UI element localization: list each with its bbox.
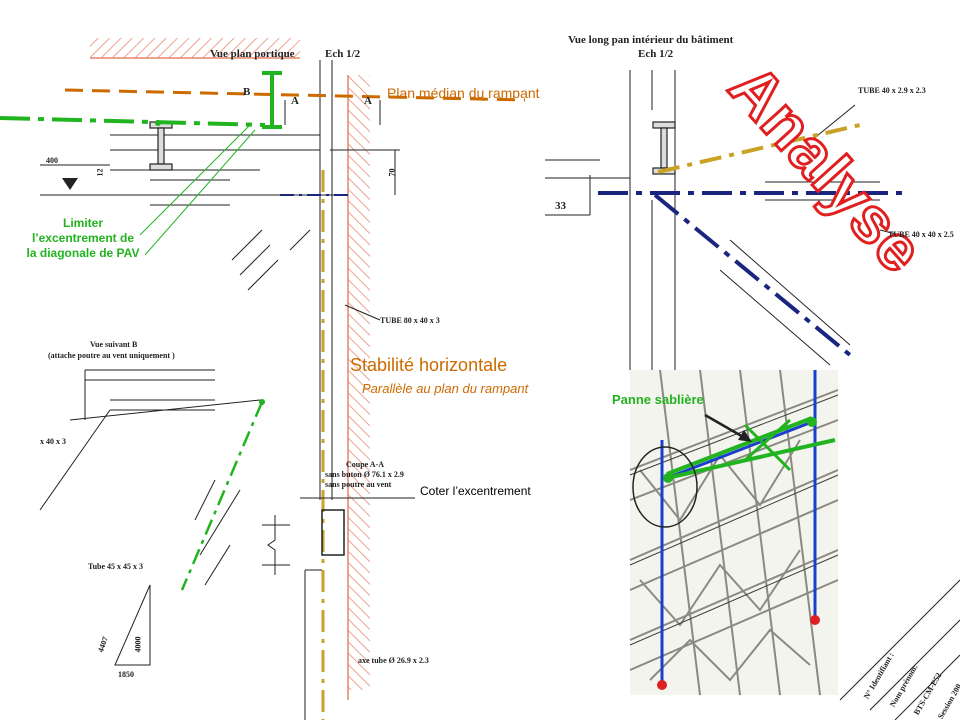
dim-4000: 4000	[133, 636, 143, 653]
limiter-annotation: Limiter l’excentrement de la diagonale d…	[18, 216, 148, 261]
limiter-leader-1	[139, 124, 251, 236]
green-node	[155, 120, 161, 126]
tube-top-right-label: TUBE 40 x 2.9 x 2.3	[858, 86, 926, 95]
vue-plan-label: Vue plan portique	[210, 48, 295, 60]
ech-right-label: Ech 1/2	[638, 48, 674, 60]
truss-render	[629, 369, 839, 696]
portique-linework	[40, 60, 400, 500]
coupe-aa-label: Coupe A-A	[346, 460, 385, 469]
top-hatch-wall	[90, 38, 300, 59]
attache-label: (attache poutre au vent uniquement )	[48, 351, 175, 360]
panne-sabliere-label: Panne sablière	[612, 392, 704, 407]
tube-45-label: Tube 45 x 45 x 3	[88, 562, 144, 571]
panne-arrow-line	[704, 413, 746, 440]
right-column	[545, 70, 901, 370]
vue-b-linework	[39, 369, 261, 666]
mark-a-right: A	[364, 95, 372, 107]
i-beam-section	[149, 121, 173, 171]
vue-long-pan-label: Vue long pan intérieur du bâtiment	[568, 34, 734, 46]
vue-suivant-b-label: Vue suivant B	[90, 340, 138, 349]
vertical-hatch-wall	[347, 75, 370, 700]
axe-tube-label: axe tube Ø 26.9 x 2.3	[358, 656, 429, 665]
title-block-lines	[839, 579, 960, 720]
tube-40-right-label: TUBE 40 x 40 x 2.5	[888, 230, 954, 239]
green-axis-line	[0, 116, 266, 127]
mark-b: B	[243, 86, 251, 98]
panne-arrow-head	[738, 430, 752, 442]
ech-left-label: Ech 1/2	[325, 48, 361, 60]
stability-subtitle: Parallèle au plan du rampant	[362, 381, 529, 396]
level-marker	[62, 178, 78, 190]
limiter-leader-2	[144, 129, 256, 256]
limiter-line-2: l’excentrement de	[31, 231, 135, 245]
plan-median-label: Plan médian du rampant	[387, 85, 540, 101]
buton-label: sans buton Ø 76.1 x 2.9	[325, 470, 404, 479]
limiter-line-1: Limiter	[62, 216, 103, 230]
coter-label: Coter l’excentrement	[420, 484, 531, 498]
i-beam-section-right	[652, 121, 676, 175]
tube-80-label: TUBE 80 x 40 x 3	[380, 316, 440, 325]
mark-a-left: A	[291, 95, 299, 107]
dim-1850: 1850	[118, 670, 134, 679]
plan-median-line	[64, 88, 526, 102]
dim-70: 70	[387, 168, 397, 177]
vue-b-diagonal	[180, 401, 264, 591]
dim-12: 12	[95, 168, 105, 177]
gold-rampant-line	[657, 123, 861, 174]
limiter-line-3: la diagonale de PAV	[26, 246, 140, 260]
stability-title: Stabilité horizontale	[350, 355, 508, 375]
navy-diagonal	[653, 193, 852, 357]
section-aa-box	[321, 509, 345, 556]
dim-33: 33	[555, 200, 566, 212]
section-aa-bracket	[262, 515, 290, 575]
sans-poutre-label: sans poutre au vent	[325, 480, 392, 489]
dim-400: 400	[46, 156, 58, 165]
green-beam-marker	[262, 71, 282, 129]
tube-40-left-label: x 40 x 3	[40, 437, 66, 446]
